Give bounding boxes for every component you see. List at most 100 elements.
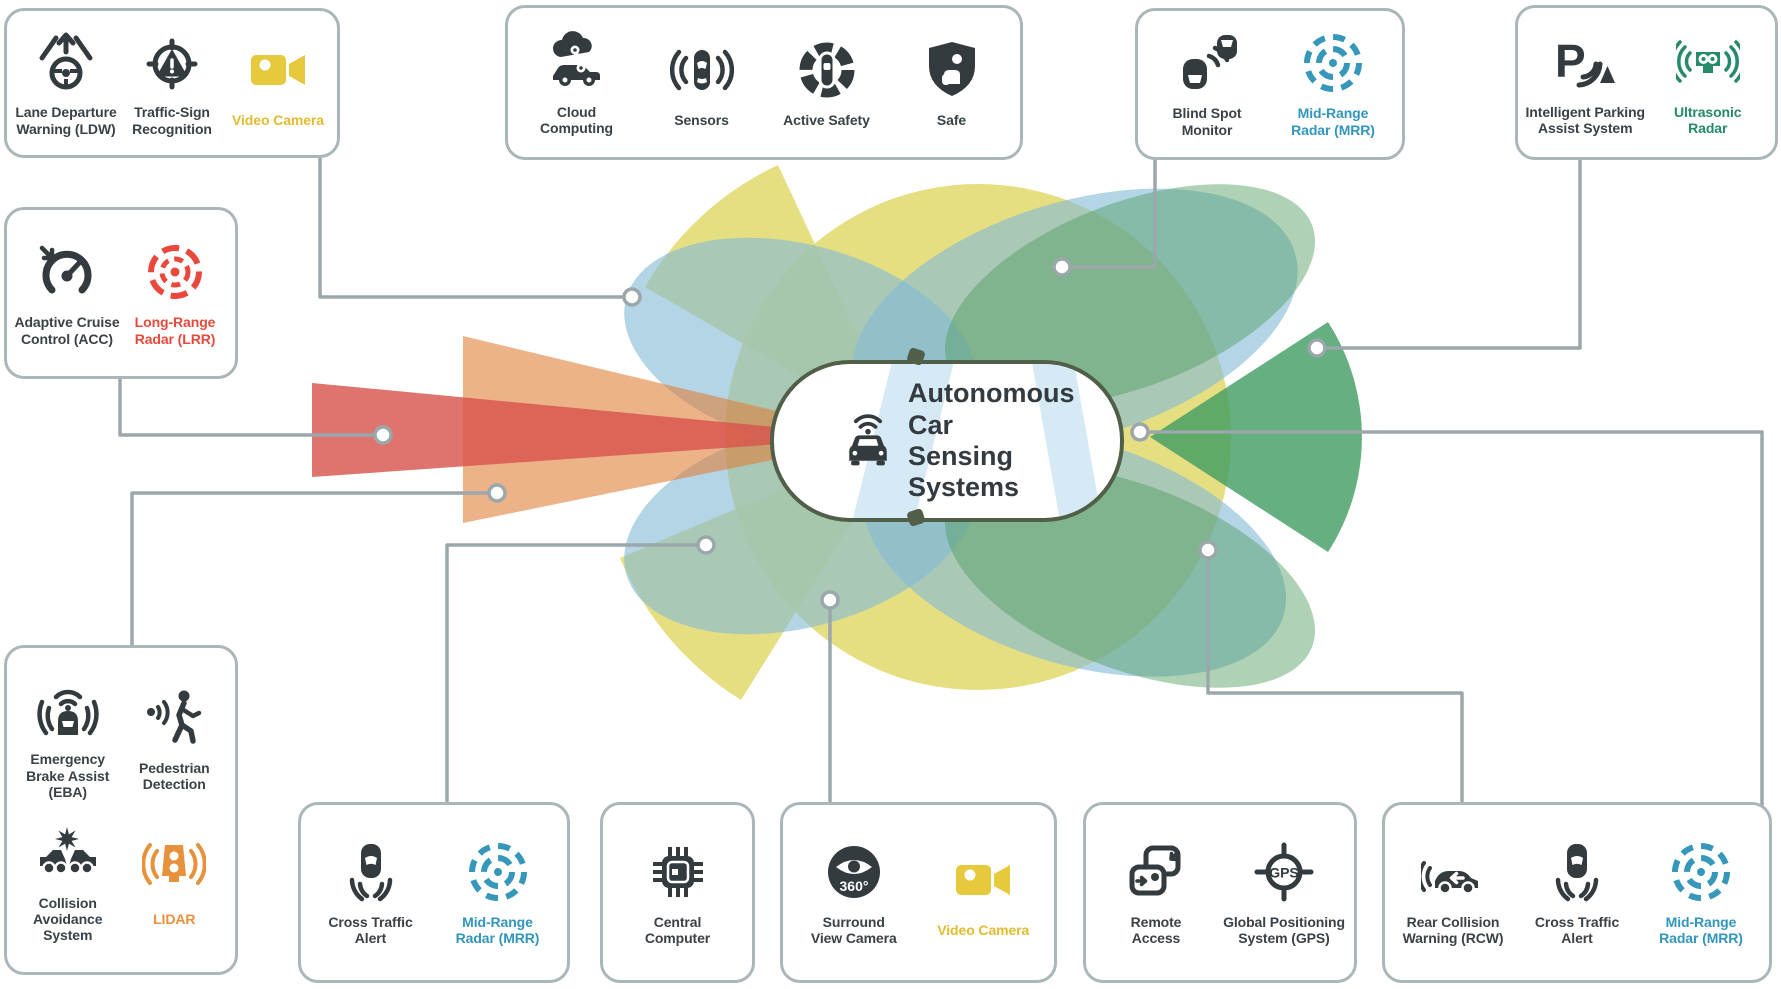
feature-rear-collision-warning: Rear Collision Warning (RCW) [1391,839,1515,946]
rear-collision-icon [1421,839,1485,905]
active-safety-icon [795,37,859,103]
feature-label: Global Positioning System (GPS) [1223,913,1345,946]
feature-label: Mid-Range Radar (MRR) [455,913,540,946]
feature-video-camera: Video Camera [919,847,1049,938]
feature-label: Ultrasonic Radar [1674,103,1742,136]
feature-video-camera: Video Camera [225,37,331,128]
feature-label: Video Camera [232,112,324,129]
emergency-brake-icon [36,676,100,742]
card-surround-view: 360° Surround View Camera Video Camera [780,802,1057,983]
feature-label: Video Camera [937,921,1030,938]
cross-traffic-icon [339,839,403,905]
feature-cloud-computing: Cloud Computing [514,29,639,136]
gps-icon: GPS [1252,839,1316,905]
feature-label: Surround View Camera [810,913,897,946]
feature-adaptive-cruise-control: Adaptive Cruise Control (ACC) [13,239,121,347]
feature-label: Intelligent Parking Assist System [1525,103,1646,136]
svg-text:GPS: GPS [1269,864,1299,880]
feature-pedestrian-detection: Pedestrian Detection [122,685,226,792]
feature-label: Rear Collision Warning (RCW) [1402,913,1504,946]
video-camera-icon [951,847,1015,913]
feature-surround-view-camera: 360° Surround View Camera [789,839,919,946]
feature-cross-traffic-alert: Cross Traffic Alert [307,839,434,946]
traffic-sign-icon [140,29,204,95]
blind-spot-icon [1175,30,1239,96]
card-lane-departure: Lane Departure Warning (LDW) Traffic-Sig… [4,8,340,158]
connector-dots [373,257,1327,610]
sensors-icon [669,37,734,103]
feature-label: Collision Avoidance System [33,895,103,944]
parking-assist-icon: P [1553,29,1617,95]
feature-sensors: Sensors [639,37,764,128]
feature-label: Remote Access [1130,913,1182,946]
zone-long-range-radar [312,383,880,477]
chip-icon [646,839,710,905]
feature-label: Long-Range Radar (LRR) [134,314,216,347]
mid-range-radar-icon [466,839,530,905]
feature-label: LIDAR [153,911,196,928]
card-parking-assist: P Intelligent Parking Assist System Ultr… [1515,5,1778,160]
feature-blind-spot-monitor: Blind Spot Monitor [1144,30,1270,138]
feature-label: Pedestrian Detection [138,759,210,792]
feature-label: Emergency Brake Assist (EBA) [26,751,110,800]
feature-ultrasonic-radar: Ultrasonic Radar [1647,29,1770,136]
lane-departure-icon [34,29,98,95]
mid-range-radar-icon [1301,30,1365,96]
feature-label: Cross Traffic Alert [328,913,413,946]
feature-traffic-sign-recognition: Traffic-Sign Recognition [119,29,225,137]
feature-label: Adaptive Cruise Control (ACC) [14,314,120,347]
feature-label: Lane Departure Warning (LDW) [15,104,117,137]
feature-label: Cross Traffic Alert [1534,913,1620,946]
card-remote-gps: Remote Access GPS Global Positioning Sys… [1083,802,1357,983]
feature-emergency-brake-assist: Emergency Brake Assist (EBA) [16,676,120,800]
feature-mid-range-radar: Mid-Range Radar (MRR) [434,839,561,946]
card-cloud-computing: Cloud Computing Sensors Active Safety Sa… [505,5,1023,160]
connected-car-icon [838,408,898,474]
feature-active-safety: Active Safety [764,37,889,128]
safe-shield-icon [920,37,984,103]
cross-traffic-icon [1545,839,1609,905]
video-camera-icon [246,37,310,103]
card-blind-spot: Blind Spot Monitor Mid-Range Radar (MRR) [1135,8,1405,160]
feature-mid-range-radar: Mid-Range Radar (MRR) [1270,30,1396,138]
feature-label: Cloud Computing [540,103,613,136]
speedometer-icon [35,239,99,305]
feature-remote-access: Remote Access [1092,839,1220,946]
feature-lane-departure-warning: Lane Departure Warning (LDW) [13,29,119,137]
feature-parking-assist: P Intelligent Parking Assist System [1524,29,1647,136]
svg-text:360°: 360° [839,878,868,894]
card-rear-collision: Rear Collision Warning (RCW) Cross Traff… [1382,802,1772,983]
surround-360-icon: 360° [822,839,886,905]
feature-label: Safe [936,111,967,128]
lidar-icon [142,836,207,902]
feature-label: Blind Spot Monitor [1172,105,1242,138]
feature-long-range-radar: Long-Range Radar (LRR) [121,239,229,347]
card-central-computer: Central Computer [600,802,755,983]
remote-access-icon [1124,839,1188,905]
connector-lines [118,150,1764,812]
feature-label: Mid-Range Radar (MRR) [1291,105,1375,138]
long-range-radar-icon [143,239,207,305]
feature-collision-avoidance: Collision Avoidance System [16,820,120,943]
feature-gps: GPS Global Positioning System (GPS) [1220,839,1348,946]
svg-text:P: P [1555,35,1586,87]
cloud-computing-icon [545,29,609,95]
diagram-title: Autonomous Car Sensing Systems [908,378,1075,503]
ultrasonic-radar-icon [1675,29,1740,95]
feature-central-computer: Central Computer [609,839,746,946]
card-emergency-brake: Emergency Brake Assist (EBA) Pedestrian … [4,645,238,975]
feature-safe: Safe [889,37,1014,128]
card-cross-traffic: Cross Traffic Alert Mid-Range Radar (MRR… [298,802,570,983]
feature-label: Mid-Range Radar (MRR) [1659,913,1743,946]
zone-blindspot-left [944,184,1316,406]
feature-lidar: LIDAR [122,836,226,927]
feature-label: Sensors [674,111,729,128]
collision-icon [36,820,100,886]
zone-ultrasonic-rear [1150,322,1362,552]
feature-mid-range-radar: Mid-Range Radar (MRR) [1639,839,1763,946]
feature-label: Central Computer [644,913,711,946]
feature-label: Traffic-Sign Recognition [132,104,212,137]
car-body: Autonomous Car Sensing Systems [770,360,1124,522]
card-adaptive-cruise: Adaptive Cruise Control (ACC) Long-Range… [4,207,238,379]
